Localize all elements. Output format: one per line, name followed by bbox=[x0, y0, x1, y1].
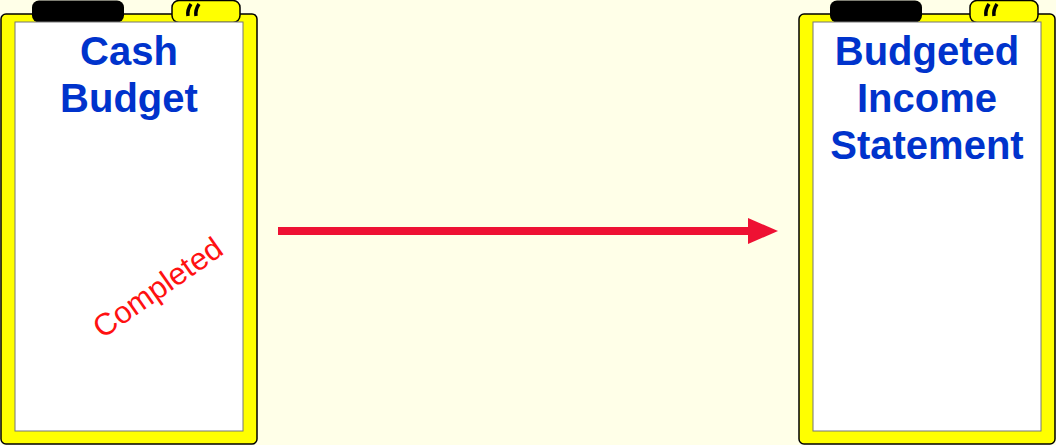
flow-arrow bbox=[278, 218, 778, 244]
clipboard-box: Cash BudgetCompleted bbox=[0, 0, 258, 445]
clipboard-title: Budgeted Income Statement bbox=[820, 28, 1035, 169]
clipboard-title: Cash Budget bbox=[39, 28, 219, 122]
clipboard-box: Budgeted Income Statement bbox=[798, 0, 1056, 445]
